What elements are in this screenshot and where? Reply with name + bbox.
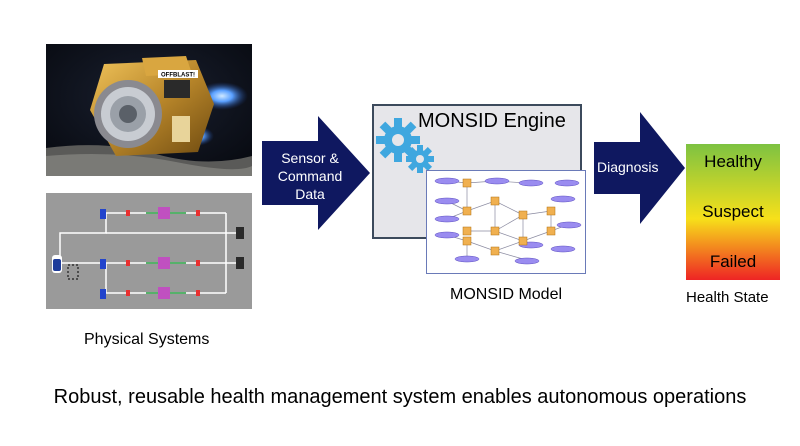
model-label: MONSID Model bbox=[450, 286, 563, 303]
health-level-suspect: Suspect bbox=[702, 202, 764, 221]
model-graph-image bbox=[426, 170, 586, 274]
input-arrow-shape bbox=[262, 116, 370, 230]
caption: Robust, reusable health management syste… bbox=[53, 386, 747, 408]
gear-icon bbox=[374, 116, 444, 174]
sensor-data-label-line-1: Sensor & bbox=[281, 150, 339, 166]
system-schematic-image bbox=[46, 193, 252, 309]
physical-systems-label: Physical Systems bbox=[84, 331, 210, 348]
health-state-label: Health State bbox=[686, 289, 769, 306]
input-arrow bbox=[262, 116, 372, 230]
health-state-bar bbox=[686, 144, 780, 280]
output-arrow bbox=[594, 112, 686, 224]
health-level-failed: Failed bbox=[709, 252, 757, 271]
health-level-healthy: Healthy bbox=[704, 152, 762, 171]
output-arrow-shape bbox=[594, 112, 685, 224]
spacecraft-image: OFFBLAST! bbox=[46, 44, 252, 176]
diagnosis-label: Diagnosis bbox=[597, 159, 659, 175]
sensor-data-label-line-2: Command bbox=[277, 168, 343, 184]
engine-title: MONSID Engine bbox=[418, 110, 566, 132]
sensor-data-label-line-3: Data bbox=[295, 186, 325, 202]
spacecraft-tag: OFFBLAST! bbox=[161, 73, 195, 79]
